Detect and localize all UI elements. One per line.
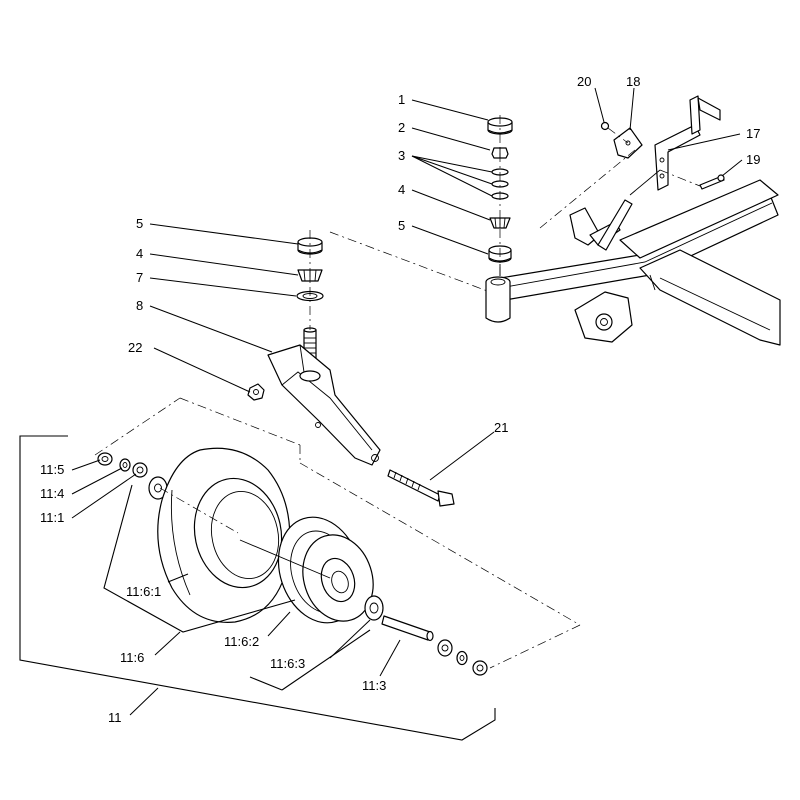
callout-4-lower: 4: [136, 246, 143, 261]
part-19-bolt: [699, 174, 725, 190]
callout-11-6: 11:6: [120, 650, 144, 665]
callout-11-3: 11:3: [362, 678, 386, 693]
rim-part-11-6-2: [239, 516, 374, 624]
callout-20: 20: [577, 74, 591, 89]
tire-part-11-6-1: [157, 447, 291, 623]
callout-4-upper: 4: [398, 182, 405, 197]
callout-2: 2: [398, 120, 405, 135]
axle-part-11-3: [381, 615, 434, 642]
callout-11-6-3: 11:6:3: [270, 656, 305, 671]
callout-1: 1: [398, 92, 405, 107]
bearing-part-11-1-left: [132, 462, 148, 478]
callout-5-lower: 5: [136, 216, 143, 231]
callout-11-6-2: 11:6:2: [224, 634, 259, 649]
callout-22: 22: [128, 340, 142, 355]
frame-assembly: [485, 95, 781, 346]
callout-5-upper: 5: [398, 218, 405, 233]
assembly-centerlines: [94, 115, 701, 669]
callout-21: 21: [494, 420, 508, 435]
callout-11-4: 11:4: [40, 486, 64, 501]
callout-11-1: 11:1: [40, 510, 64, 525]
leader-lines: [71, 87, 743, 716]
bolt-part-21: [387, 469, 455, 507]
part-20-screw: [600, 121, 610, 131]
callout-17: 17: [746, 126, 760, 141]
callout-labels: 1 2 3 4 5 20 18 17 19 5 4 7 8 22 21 11:5…: [40, 74, 760, 725]
bearing-part-11-1-right: [437, 639, 453, 657]
callout-19: 19: [746, 152, 760, 167]
nut-part-22: [247, 383, 265, 401]
bushing-left: [148, 476, 168, 500]
callout-7: 7: [136, 270, 143, 285]
callout-3: 3: [398, 148, 405, 163]
callout-11-5: 11:5: [40, 462, 64, 477]
group-brackets: [19, 435, 496, 741]
seal-part-11-4: [119, 458, 131, 472]
callout-11-6-1: 11:6:1: [126, 584, 161, 599]
fork-part-8: [267, 327, 381, 466]
bearing-part-11-6-3: [364, 595, 384, 621]
spacer-part-11-5-right: [472, 660, 488, 676]
seal-part-11-4-right: [456, 650, 468, 666]
spacer-part-11-5: [97, 452, 113, 466]
callout-18: 18: [626, 74, 640, 89]
callout-11: 11: [108, 710, 122, 725]
callout-8: 8: [136, 298, 143, 313]
